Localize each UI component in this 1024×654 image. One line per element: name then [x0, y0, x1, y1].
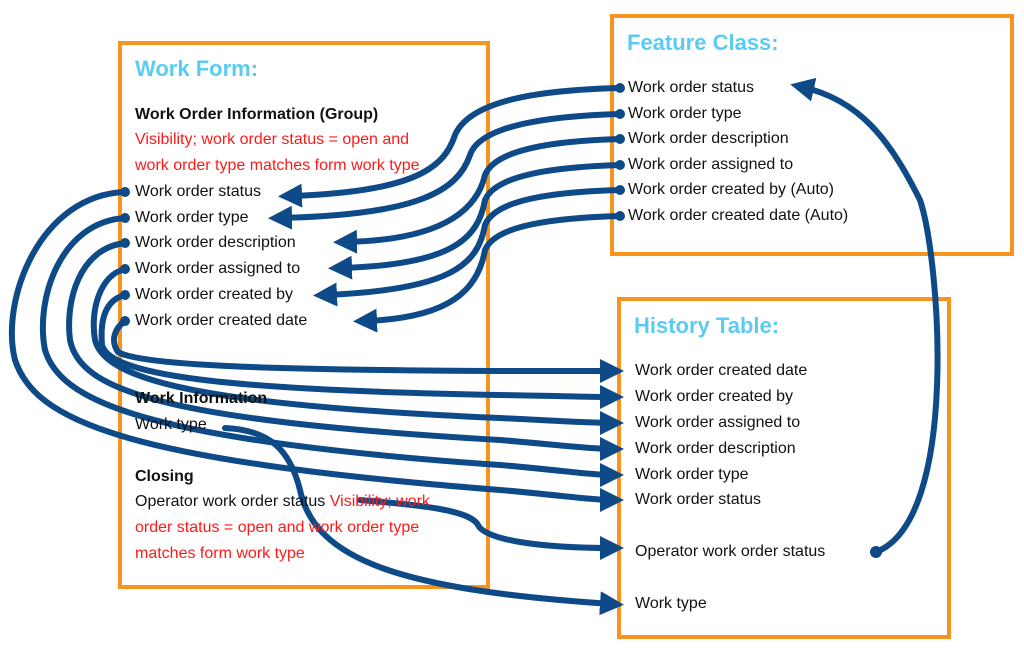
anchor-dot [615, 83, 625, 93]
work-form-box [118, 41, 490, 589]
group1-visibility-line2: work order type matches form work type [135, 157, 420, 174]
connector-wf-operator-to-ht-operator [357, 497, 624, 560]
fc-field-created-date: Work order created date (Auto) [628, 207, 849, 224]
group3-visibility-line3: matches form work type [135, 545, 305, 562]
fc-field-status: Work order status [628, 79, 754, 96]
feature-class-box [610, 14, 1014, 256]
fc-field-type: Work order type [628, 105, 742, 122]
connector-ht-operator-to-fc-status [790, 77, 941, 555]
wf-field-description: Work order description [135, 234, 296, 251]
fc-field-created-by: Work order created by (Auto) [628, 181, 835, 198]
wf-field-created-by: Work order created by [135, 286, 293, 303]
work-form-title: Work Form: [135, 56, 259, 81]
anchor-dot [870, 546, 882, 558]
anchor-dot [120, 213, 130, 223]
connector-wf-desc-to-ht-desc [66, 240, 624, 461]
connector-wf-createdby-to-ht-createdby [98, 292, 624, 409]
connector-wf-status-to-ht-status [8, 189, 624, 512]
ht-field-operator-status: Operator work order status [635, 543, 826, 560]
fc-field-assigned-to: Work order assigned to [628, 156, 794, 173]
group1-heading: Work Order Information (Group) [135, 106, 379, 123]
feature-class-title: Feature Class: [627, 30, 779, 55]
anchor-dot [615, 134, 625, 144]
ht-field-status: Work order status [635, 491, 761, 508]
anchor-dot [615, 185, 625, 195]
wf-field-assigned-to: Work order assigned to [135, 260, 301, 277]
group3-heading: Closing [135, 468, 194, 485]
group1-visibility-line1: Visibility; work order status = open and [135, 131, 410, 148]
connector-fc-status-to-wf-status [278, 85, 623, 208]
anchor-dot [120, 238, 130, 248]
connector-wf-assigned-to-ht-assigned [90, 266, 624, 435]
ht-field-type: Work order type [635, 466, 749, 483]
ht-field-assigned-to: Work order assigned to [635, 414, 801, 431]
fc-field-description: Work order description [628, 130, 789, 147]
ht-field-work-type: Work type [635, 595, 707, 612]
wf-field-operator-status: Operator work order status [135, 493, 326, 510]
anchor-dot [615, 160, 625, 170]
history-table-title: History Table: [634, 313, 780, 338]
anchor-dot [120, 290, 130, 300]
wf-operator-line: Operator work order status Visibility; w… [135, 492, 430, 512]
ht-field-created-by: Work order created by [635, 388, 793, 405]
connector-fc-desc-to-wf-desc [333, 136, 623, 254]
group3-visibility-line2: order status = open and work order type [135, 519, 420, 536]
anchor-dot [120, 316, 130, 326]
group3-visibility-line1: Visibility; work [329, 493, 430, 510]
wf-field-status: Work order status [135, 183, 261, 200]
anchor-dot [615, 211, 625, 221]
connector-fc-assigned-to-wf-assigned [328, 162, 623, 280]
anchor-dot [615, 109, 625, 119]
anchor-dot [120, 187, 130, 197]
wf-field-work-type: Work type [135, 416, 207, 433]
group2-heading: Work Information [135, 390, 268, 407]
ht-field-created-date: Work order created date [635, 362, 808, 379]
connector-fc-createdby-to-wf-createdby [313, 187, 623, 307]
connector-wf-type-to-ht-type [39, 215, 624, 487]
ht-field-description: Work order description [635, 440, 796, 457]
connector-wf-createddate-to-ht-createddate [111, 318, 624, 383]
connector-wf-worktype-to-ht-worktype [222, 425, 624, 616]
wf-field-created-date: Work order created date [135, 312, 308, 329]
connector-fc-type-to-wf-type [268, 111, 623, 230]
connector-fc-createddate-to-wf-createddate [353, 213, 623, 333]
wf-field-type: Work order type [135, 209, 249, 226]
anchor-dot [120, 264, 130, 274]
